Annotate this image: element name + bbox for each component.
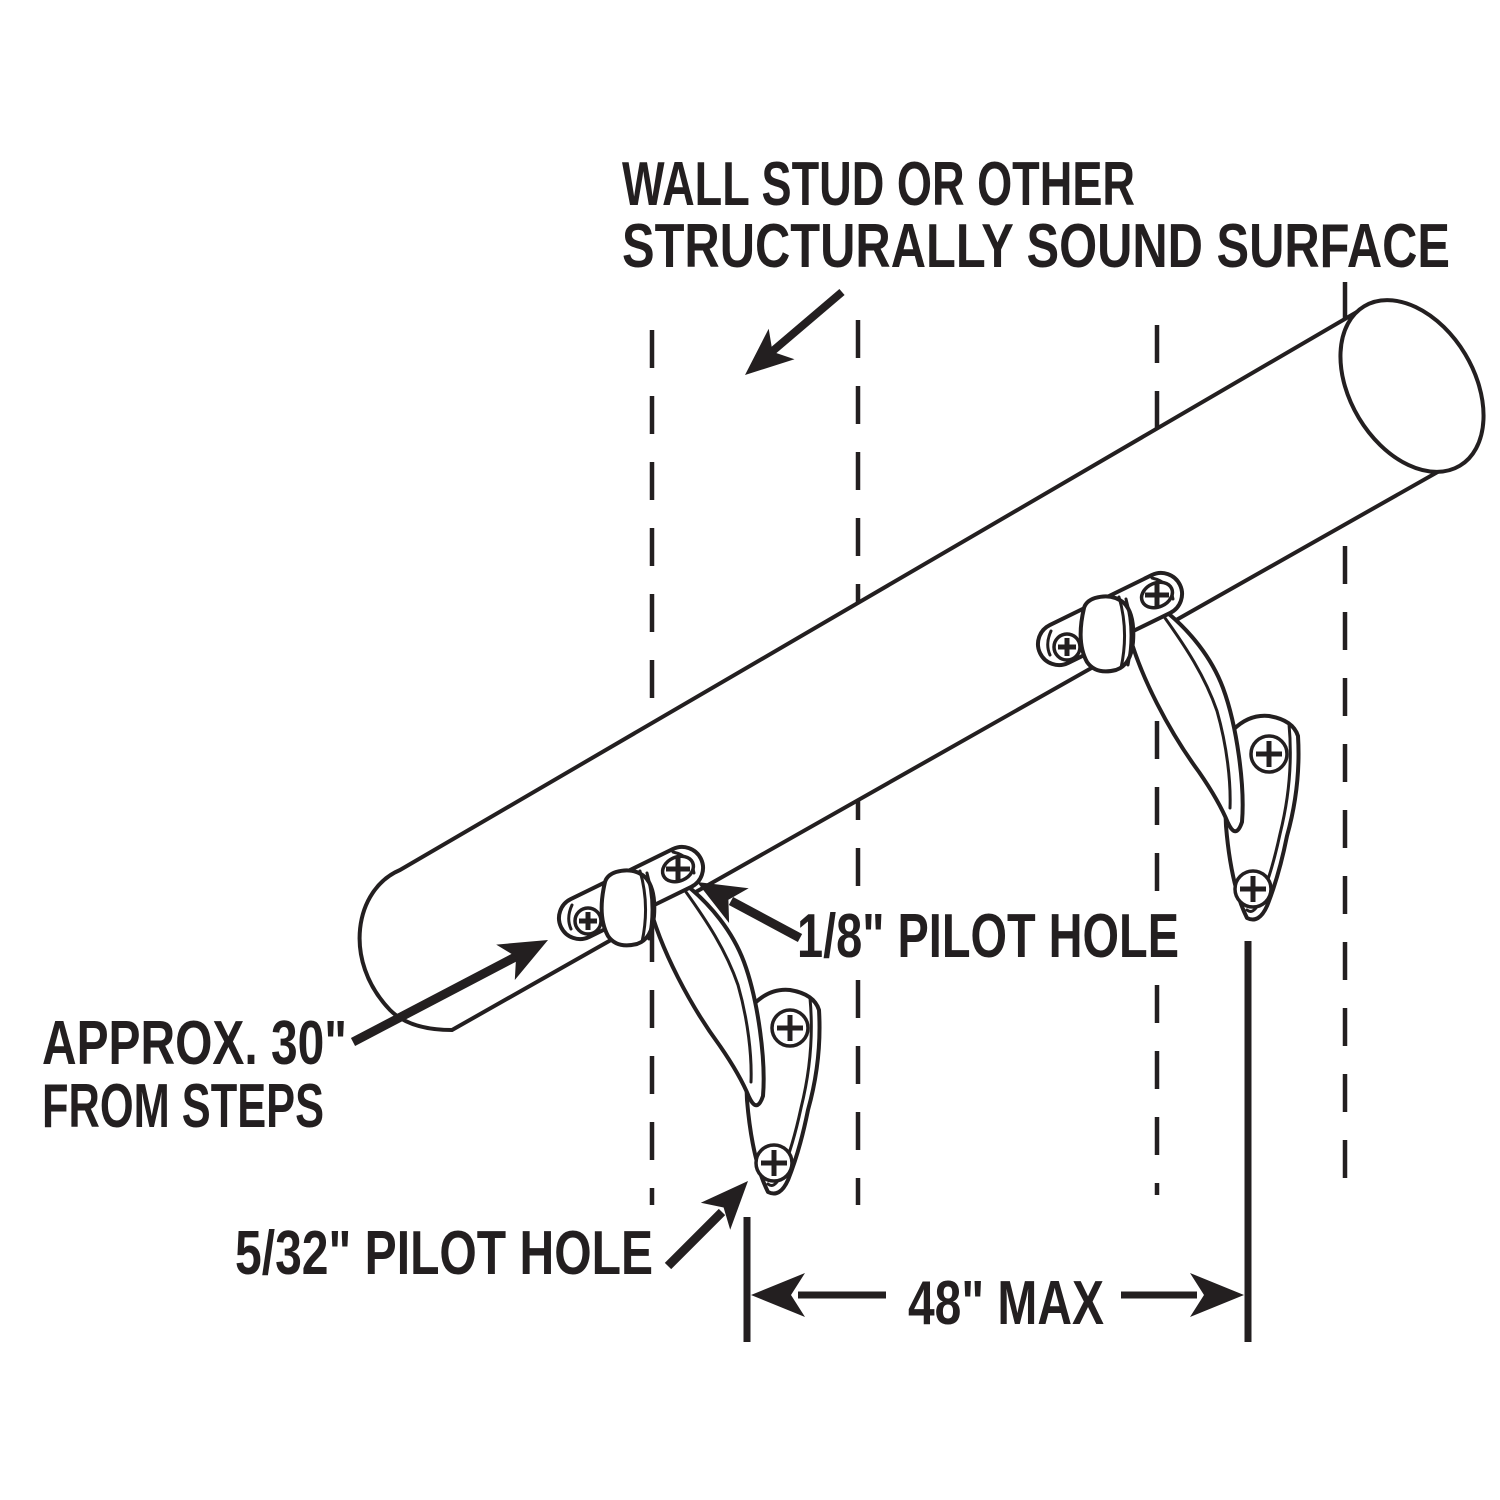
five-thirtyseconds-pilot-hole-arrow [664, 1181, 748, 1270]
arrowhead [496, 940, 548, 980]
handrail-end-cap [1338, 298, 1486, 474]
arrowhead [697, 882, 749, 923]
title-line-1: WALL STUD OR OTHER [622, 150, 1135, 219]
handrail [357, 298, 1486, 1032]
handrail-body [357, 300, 1452, 1032]
arrowhead [745, 328, 795, 375]
approx-30-label-line-1: APPROX. 30" [42, 1009, 347, 1078]
dimension-48-max [743, 941, 1252, 1342]
dimension-arrowhead-right [1190, 1273, 1244, 1317]
approx-30-arrow [350, 940, 548, 1046]
bracket-lower-left [559, 847, 820, 1194]
label-halo [786, 892, 1188, 964]
dimension-arrowhead-left [751, 1273, 805, 1317]
max-spacing-label: 48" MAX [908, 1269, 1104, 1338]
eighth-inch-pilot-hole-label: 1/8" PILOT HOLE [797, 902, 1179, 971]
bracket-upper-right [1038, 573, 1299, 920]
eighth-inch-pilot-hole-arrow [697, 882, 803, 942]
title-line-2: STRUCTURALLY SOUND SURFACE [622, 212, 1450, 281]
arrowhead [700, 1181, 748, 1230]
approx-30-label-line-2: FROM STEPS [42, 1072, 324, 1141]
labels: WALL STUD OR OTHER STRUCTURALLY SOUND SU… [42, 150, 1450, 1338]
five-thirtyseconds-pilot-hole-label: 5/32" PILOT HOLE [235, 1219, 653, 1288]
wall-stud-arrow [745, 288, 845, 375]
